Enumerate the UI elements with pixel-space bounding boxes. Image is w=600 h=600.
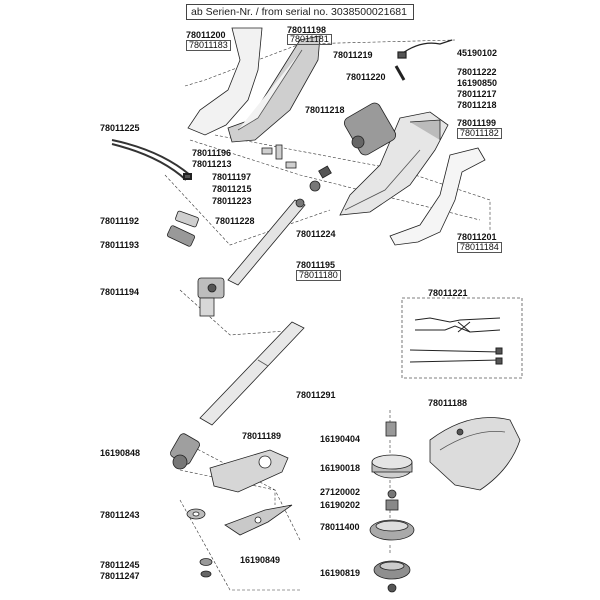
part-number-label: 78011196 [192,148,232,158]
lower-shaft [199,321,305,426]
part-number-label: 78011193 [100,240,140,250]
serial-number-note: ab Serien-Nr. / from serial no. 30385000… [186,4,414,20]
power-cable [394,39,453,81]
trimmer-head [369,421,415,593]
part-number-label: 78011221 [428,288,468,298]
part-number-label: 16190849 [240,555,281,565]
handle-clamp [197,277,225,317]
upper-shaft [227,198,306,286]
part-number-label: 78011219 [333,50,373,60]
part-number-label: 78011247 [100,571,140,581]
part-number-label: 78011228 [215,216,255,226]
part-number-label: 78011192 [100,216,140,226]
part-number-label: 78011215 [212,184,252,194]
part-number-label: 45190102 [457,48,498,58]
part-number-label: 78011182 [457,128,502,139]
part-number-label: 78011194 [100,287,140,297]
part-number-label: 78011225 [100,123,140,133]
part-number-label: 78011245 [100,560,140,570]
part-number-label: 78011201 [457,232,497,242]
small-switch-parts [261,144,332,192]
upper-handle-housing [187,27,321,143]
part-number-label: 78011199 [457,118,497,128]
part-number-label: 78011198 [287,25,327,35]
part-number-label: 16190819 [320,568,361,578]
motor-housing [339,111,449,216]
part-number-label: 16190018 [320,463,361,473]
part-number-label: 78011220 [346,72,386,82]
accessory-kit-items [409,317,503,365]
part-number-label: 16190848 [100,448,141,458]
rear-grip [389,147,486,246]
part-number-label: 78011222 [457,67,497,77]
part-number-label: 78011213 [192,159,232,169]
part-number-label: 16190850 [457,78,498,88]
part-number-label: 78011189 [242,431,282,441]
gear-head [170,433,200,470]
part-number-label: 78011224 [296,229,336,239]
part-number-label: 78011184 [457,242,502,253]
part-number-label: 78011217 [457,89,497,99]
part-number-label: 16190404 [320,434,361,444]
aux-handle-parts [166,210,199,247]
part-number-label: 78011400 [320,522,360,532]
accessory-kit [401,297,523,379]
part-number-label: 78011200 [186,30,226,40]
part-number-label: 78011181 [287,34,332,45]
part-number-label: 78011188 [428,398,468,408]
part-number-label: 78011195 [296,260,336,270]
part-number-label: 78011183 [186,40,231,51]
nuts [199,558,213,578]
part-number-label: 78011218 [457,100,497,110]
guard-plate [209,449,289,493]
part-number-label: 78011243 [100,510,140,520]
shoulder-strap [111,139,192,181]
washer [186,508,206,520]
cutting-blade [224,504,293,536]
part-number-label: 78011218 [305,105,345,115]
part-number-label: 78011180 [296,270,341,281]
part-number-label: 78011291 [296,390,336,400]
part-number-label: 16190202 [320,500,361,510]
part-number-label: 78011197 [212,172,252,182]
motor-unit [343,102,397,156]
protective-guard [429,417,521,491]
part-number-label: 27120002 [320,487,361,497]
part-number-label: 78011223 [212,196,252,206]
